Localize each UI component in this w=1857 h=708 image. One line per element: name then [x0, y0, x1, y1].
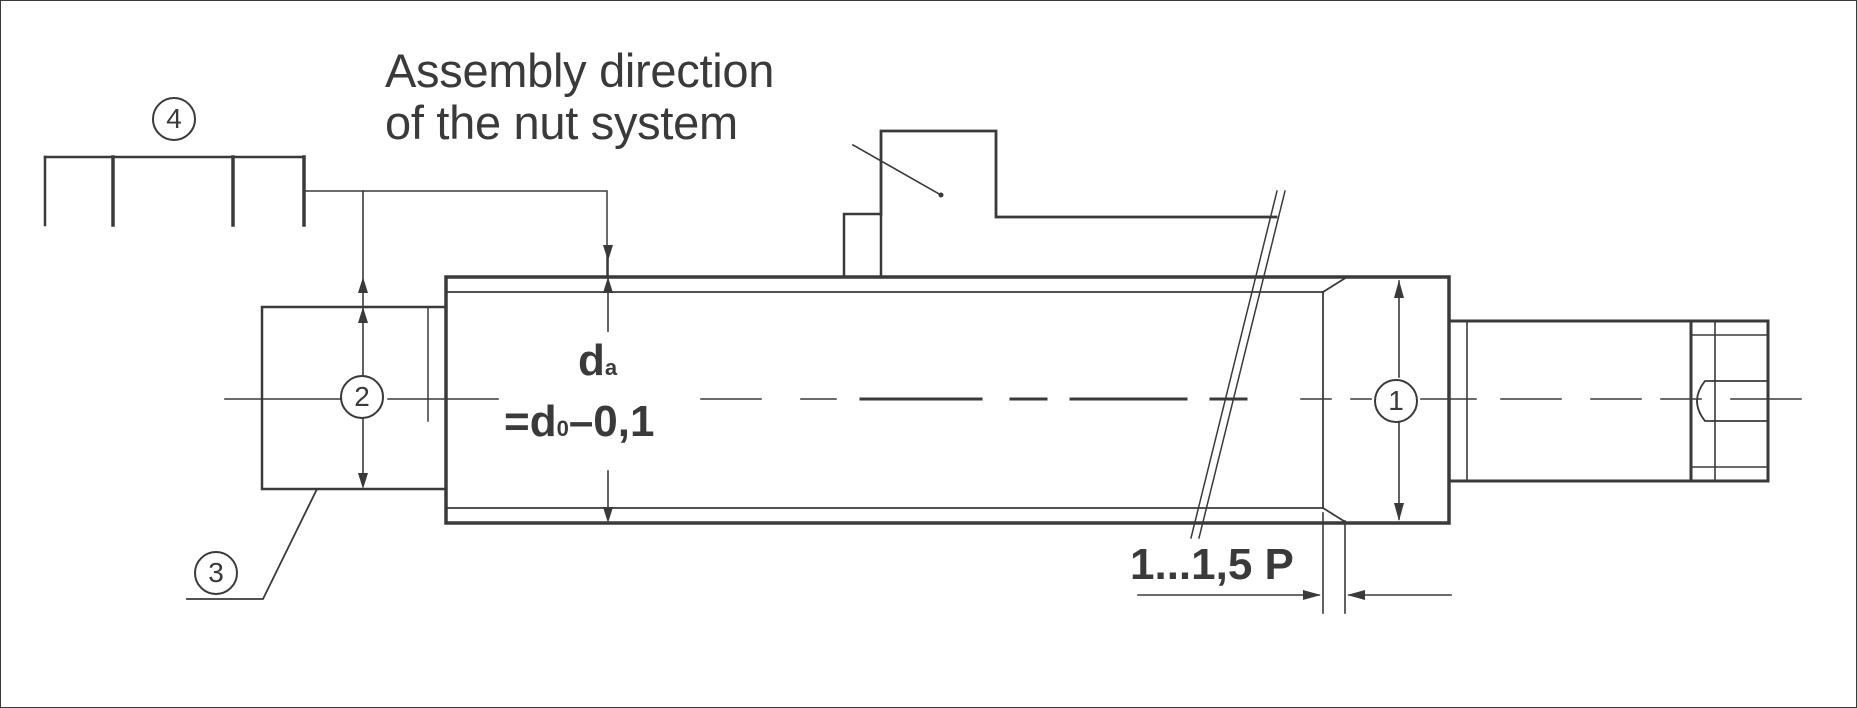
break-lines: [1190, 190, 1286, 539]
da-symbol: d: [578, 336, 605, 385]
formula-subscript: 0: [556, 416, 569, 441]
callout-4: 4: [152, 97, 196, 141]
assembly-line-2: of the nut system: [385, 96, 738, 149]
callout-2: 2: [340, 375, 384, 419]
arrowheads: [358, 245, 1404, 600]
callout-1: 1: [1374, 379, 1418, 423]
right-shaft: [1447, 319, 1770, 483]
dimension-thread-length: [1137, 512, 1452, 614]
comb-leader: [303, 190, 608, 278]
nut-on-tube: [842, 129, 1278, 279]
leader-3: [186, 487, 319, 600]
gauge-comb: [43, 155, 306, 227]
da-subscript: a: [604, 355, 618, 380]
main-tube: [427, 275, 1451, 525]
da-label: da: [578, 337, 617, 392]
assembly-line-1: Assembly direction: [385, 44, 775, 97]
assembly-direction-label: Assembly direction of the nut system: [385, 45, 774, 149]
formula-label: =d0–0,1: [504, 398, 654, 453]
formula-suffix: –0,1: [568, 397, 655, 446]
callout-3: 3: [194, 551, 238, 595]
formula-prefix: =d: [504, 397, 557, 446]
thread-length-label: 1...1,5 P: [1130, 540, 1294, 589]
